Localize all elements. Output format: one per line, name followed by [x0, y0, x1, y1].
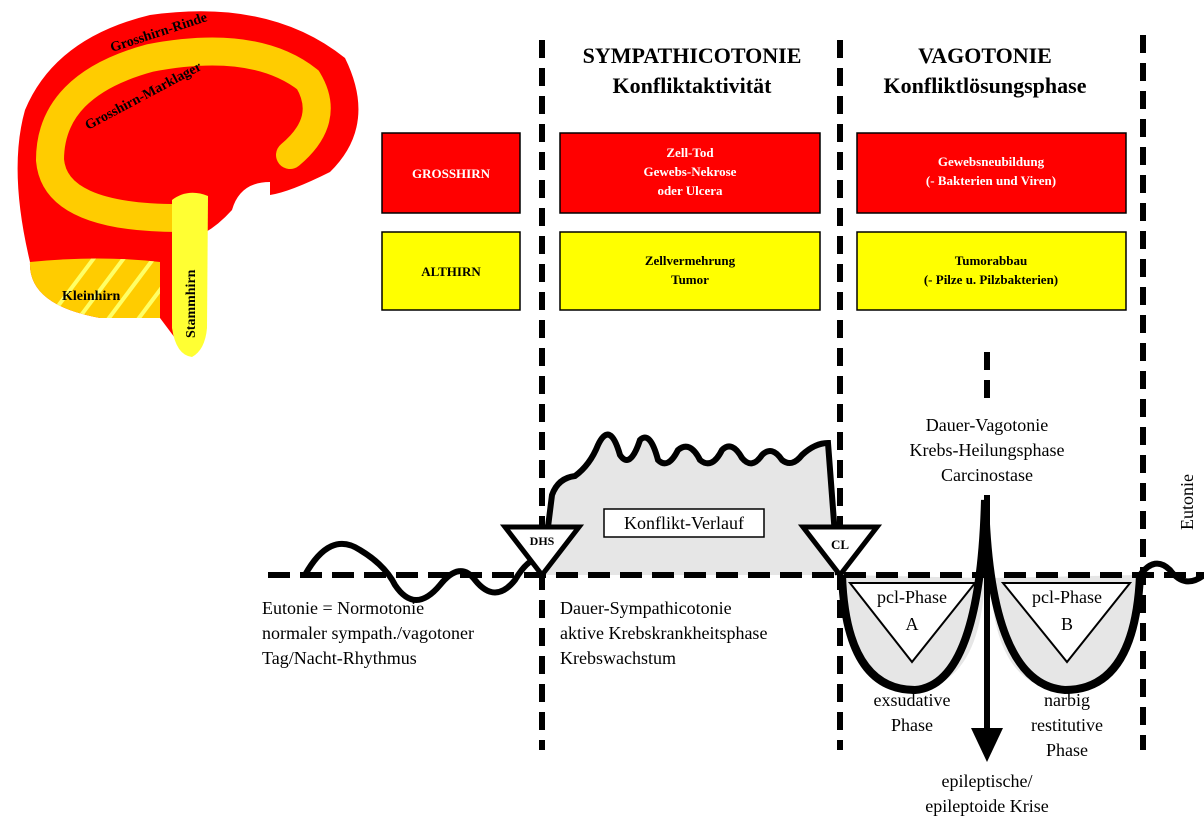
vagotonia-subtitle: Konfliktlösungsphase — [884, 73, 1087, 98]
vagotonia-title: VAGOTONIE — [918, 43, 1052, 68]
exsudative-line-2: Phase — [891, 715, 933, 735]
exsudative-line-1: exsudative — [874, 690, 951, 710]
pcl-a-label: pcl-Phase — [877, 587, 947, 607]
pcl-b-triangle — [1000, 582, 1133, 664]
althirn-vag-line-2: (- Pilze u. Pilzbakterien) — [924, 272, 1058, 287]
narbig-description: narbig restitutive Phase — [1031, 690, 1103, 760]
conflict-curve — [539, 431, 841, 576]
dauer-sym-line-3: Krebswachstum — [560, 648, 676, 668]
eutonie-line-3: Tag/Nacht-Rhythmus — [262, 648, 417, 668]
dauer-sympathicotonie-description: Dauer-Sympathicotonie aktive Krebskrankh… — [560, 598, 767, 668]
brainstem-label: Stammhirn — [184, 269, 199, 338]
grosshirn-sym-line-2: Gewebs-Nekrose — [644, 164, 737, 179]
eutonie-line-2: normaler sympath./vagotoner — [262, 623, 474, 643]
cerebellum-label: Kleinhirn — [62, 289, 121, 304]
grosshirn-sym-line-1: Zell-Tod — [666, 145, 714, 160]
krise-description: epileptische/ epileptoide Krise — [925, 771, 1048, 816]
althirn-vag-line-1: Tumorabbau — [955, 253, 1028, 268]
grosshirn-sym-line-3: oder Ulcera — [657, 183, 723, 198]
krise-line-2: epileptoide Krise — [925, 796, 1048, 816]
dhs-marker — [499, 524, 585, 580]
althirn-sym-line-2: Tumor — [671, 272, 709, 287]
cerebral-cortex — [17, 11, 359, 338]
althirn-vagotonia-box — [856, 231, 1127, 311]
grosshirn-vag-line-2: (- Bakterien und Viren) — [926, 173, 1056, 188]
dauer-sym-line-1: Dauer-Sympathicotonie — [560, 598, 732, 618]
althirn-sym-line-1: Zellvermehrung — [645, 253, 736, 268]
dauer-vag-line-1: Dauer-Vagotonie — [926, 415, 1049, 435]
pcl-a-triangle — [847, 582, 978, 664]
cerebral-medulla — [35, 37, 331, 232]
narbig-line-3: Phase — [1046, 740, 1088, 760]
conflict-label-box — [603, 508, 765, 538]
krise-line-1: epileptische/ — [942, 771, 1033, 791]
grosshirn-label-box — [381, 132, 521, 214]
sympathicotonia-subtitle: Konfliktaktivität — [613, 73, 773, 98]
crisis-arrowhead — [971, 728, 1003, 762]
dauer-vag-line-3: Carcinostase — [941, 465, 1033, 485]
narbig-line-2: restitutive — [1031, 715, 1103, 735]
column-headers: SYMPATHICOTONIE Konfliktaktivität VAGOTO… — [583, 43, 1087, 98]
dauer-vag-line-2: Krebs-Heilungsphase — [910, 440, 1065, 460]
cl-label: CL — [831, 537, 849, 552]
pcl-b-letter: B — [1061, 614, 1073, 634]
dauer-sym-line-2: aktive Krebskrankheitsphase — [560, 623, 767, 643]
eutonie-line-1: Eutonie = Normotonie — [262, 598, 424, 618]
althirn-row: ALTHIRN Zellvermehrung Tumor Tumorabbau … — [381, 231, 1127, 311]
althirn-sympathicotonia-box — [559, 231, 821, 311]
dauer-vagotonie-description: Dauer-Vagotonie Krebs-Heilungsphase Carc… — [910, 415, 1065, 485]
grosshirn-vag-line-1: Gewebsneubildung — [938, 154, 1045, 169]
eutonie-description: Eutonie = Normotonie normaler sympath./v… — [262, 598, 474, 668]
grosshirn-sympathicotonia-box — [559, 132, 821, 214]
eutonie-wave-right — [1137, 560, 1204, 585]
grosshirn-row: GROSSHIRN Zell-Tod Gewebs-Nekrose oder U… — [381, 132, 1127, 214]
pcl-b-label: pcl-Phase — [1032, 587, 1102, 607]
dhs-label: DHS — [530, 534, 555, 548]
conflict-area — [542, 434, 838, 575]
exsudative-description: exsudative Phase — [874, 690, 951, 735]
eutonie-right-label: Eutonie — [1177, 474, 1197, 530]
grosshirn-vagotonia-box — [856, 132, 1127, 214]
narbig-line-1: narbig — [1044, 690, 1090, 710]
pcl-a-letter: A — [906, 614, 919, 634]
brainstem — [172, 192, 208, 357]
cl-marker — [797, 524, 883, 580]
grosshirn-label: GROSSHIRN — [412, 166, 491, 181]
conflict-label: Konflikt-Verlauf — [624, 513, 744, 533]
eutonie-wave-left — [302, 540, 544, 603]
althirn-label-box — [381, 231, 521, 311]
brain-illustration: Grosshirn-Rinde Grosshirn-Marklager Klei… — [17, 10, 359, 357]
althirn-label: ALTHIRN — [421, 264, 481, 279]
sympathicotonia-title: SYMPATHICOTONIE — [583, 43, 802, 68]
